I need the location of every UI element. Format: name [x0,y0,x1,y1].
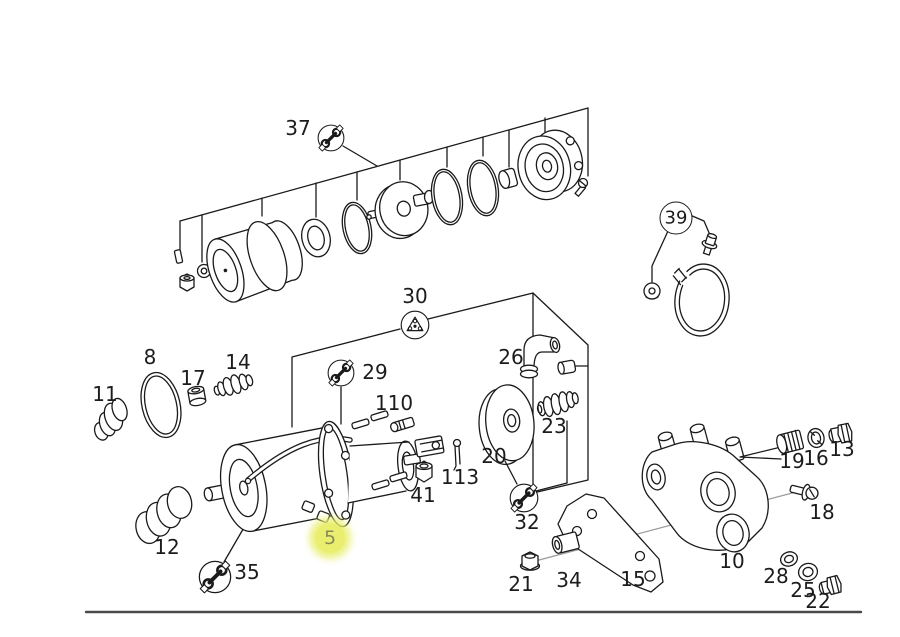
leader-32 [504,460,568,492]
leader-39b [689,214,711,236]
wrench-37-leader [342,145,378,167]
part-callout-19[interactable]: 19 [779,449,805,473]
leader-ticks [179,107,589,263]
part-callout-12[interactable]: 12 [154,535,180,559]
part-callout-37[interactable]: 37 [285,116,311,140]
stud [351,418,370,430]
cap-nut [187,385,207,407]
mounting-flange [317,420,355,528]
part-callout-28[interactable]: 28 [763,564,789,588]
hex-nut [179,273,195,292]
spacer-bushing-34 [551,531,580,554]
washer-28 [779,551,799,567]
coil-spring [135,485,193,545]
seal-ring [301,218,331,258]
flange-foot [301,500,316,513]
lock-washer-16 [807,427,825,449]
elbow-fitting-26 [519,334,561,379]
part-callout-16[interactable]: 16 [803,446,829,470]
top-assembly-drawing [173,107,589,303]
bolt [701,233,718,256]
part-callout-113[interactable]: 113 [440,465,480,489]
cap [498,167,519,189]
o-ring [341,201,373,255]
o-ring [466,159,500,217]
seal-ring-25 [797,562,819,582]
stud [389,471,408,483]
diaphragm-piston [366,181,435,240]
left-small-parts [93,371,254,545]
stud [371,479,390,491]
leader-30-right [427,292,534,320]
booster-group [203,292,534,563]
end-housing [517,129,584,201]
hex-plug-13 [828,422,853,444]
plug-fitting [557,359,589,375]
clamp-ring [672,263,730,337]
clevis [414,435,445,458]
part-callout-11[interactable]: 11 [92,382,118,406]
pin-110 [390,416,415,433]
leader-19-16-13 [739,446,782,460]
part-callout-25[interactable]: 25 [790,578,816,602]
part-callout-23[interactable]: 23 [541,414,567,438]
o-ring [430,168,464,226]
pin [173,249,184,264]
part-callout-32[interactable]: 32 [514,510,540,534]
screw [574,177,589,197]
part-callout-18[interactable]: 18 [809,500,835,524]
plug-22 [818,574,842,596]
part-callout-29[interactable]: 29 [362,360,388,384]
large-o-ring [140,371,182,439]
nut-41 [415,460,433,483]
valve-body-10 [641,423,769,553]
leader-diagonal [179,107,589,222]
bracket-15 [557,493,664,593]
clamp-ring-group [643,214,730,337]
part-callout-10[interactable]: 10 [719,549,745,573]
cotter-pin-113 [452,438,462,471]
part-callout-13[interactable]: 13 [829,437,855,461]
part-callout-15[interactable]: 15 [620,567,646,591]
flange-foot [316,510,331,523]
leader-30-left [291,328,401,428]
loose-center-parts [390,416,462,483]
cone-spring [93,397,128,441]
kit-box-group [478,292,589,494]
part-callout-30[interactable]: 30 [402,284,428,308]
stud [370,410,389,422]
part-callout-14[interactable]: 14 [225,350,251,374]
part-callout-22[interactable]: 22 [805,589,831,613]
part-callout-20[interactable]: 20 [481,444,507,468]
part-callout-41[interactable]: 41 [410,483,436,507]
part-callout-35[interactable]: 35 [234,560,260,584]
threaded-bushing-19 [776,429,805,454]
bellows-small [213,373,254,397]
part-callout-17[interactable]: 17 [180,366,206,390]
part-callout-34[interactable]: 34 [556,568,582,592]
grommet [643,282,661,300]
bellows-23 [536,391,579,418]
part-callout-21[interactable]: 21 [508,572,534,596]
part-callout-8[interactable]: 8 [143,345,157,369]
washer [196,263,212,279]
canister [206,220,303,303]
part-callout-39[interactable]: 39 [659,201,693,235]
leader-39a [651,230,669,283]
flange-nut-21 [519,551,541,571]
part-callout-5[interactable]: 5 [315,523,345,553]
part-callout-110[interactable]: 110 [374,391,414,415]
screw-18 [789,483,819,501]
part-callout-26[interactable]: 26 [498,345,524,369]
booster-drum [203,426,347,533]
push-rod [403,453,421,466]
valve-body-group [519,422,853,596]
